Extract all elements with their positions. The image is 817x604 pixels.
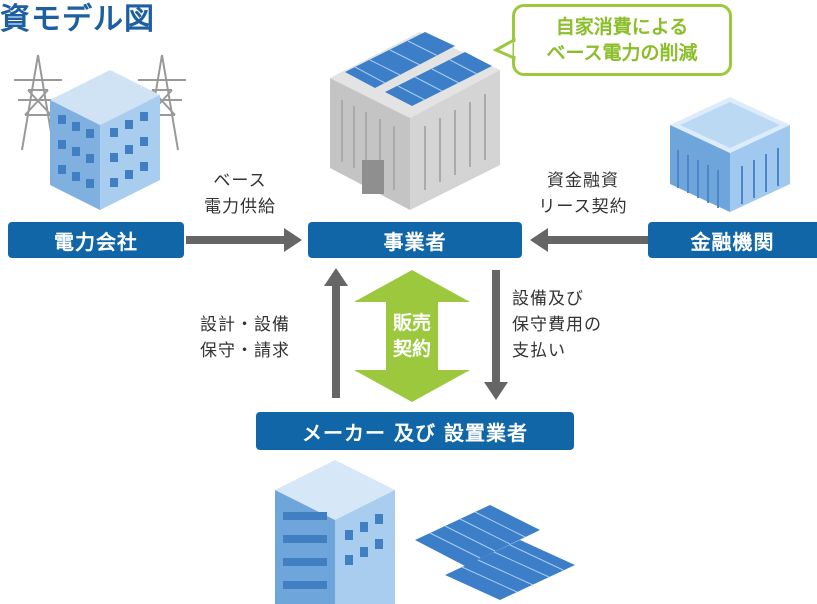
label-base-supply-line-2: 電力供給 <box>204 197 276 217</box>
office-and-solar-panels-icon <box>275 460 575 604</box>
page-title: 資モデル図 <box>0 2 155 37</box>
factory-solar-roof-icon <box>330 32 500 210</box>
node-maker: メーカー 及び 設置業者 <box>256 412 574 450</box>
node-financial: 金融機関 <box>648 222 817 258</box>
arrow-business-to-maker <box>484 270 508 400</box>
label-design-line-1: 設計・設備 <box>200 315 290 335</box>
label-payment-line-2: 保守費用の <box>512 315 602 335</box>
label-payment: 設備及び 保守費用の 支払い <box>512 286 602 364</box>
bank-building-icon <box>670 97 790 212</box>
arrow-financial-to-business <box>530 228 648 252</box>
label-sales-contract: 販売 契約 <box>380 310 444 362</box>
label-base-supply: ベース 電力供給 <box>190 168 290 220</box>
self-consumption-callout: 自家消費による ベース電力の削減 <box>512 4 732 76</box>
label-funding-line-2: リース契約 <box>538 197 628 217</box>
arrow-maker-to-business <box>324 268 348 398</box>
label-payment-line-1: 設備及び <box>512 289 584 309</box>
label-sales-line-2: 契約 <box>392 338 431 360</box>
label-design-maintenance: 設計・設備 保守・請求 <box>200 312 290 364</box>
label-payment-line-3: 支払い <box>512 341 566 361</box>
sales-contract-double-arrow <box>354 270 470 402</box>
node-business: 事業者 <box>308 222 522 258</box>
label-sales-line-1: 販売 <box>392 312 431 334</box>
label-funding: 資金融資 リース契約 <box>520 168 646 220</box>
label-design-line-2: 保守・請求 <box>200 341 290 361</box>
label-funding-line-1: 資金融資 <box>547 171 619 191</box>
callout-line-1: 自家消費による <box>555 16 689 38</box>
node-power-company: 電力会社 <box>8 222 184 258</box>
label-base-supply-line-1: ベース <box>213 171 267 191</box>
arrow-power-to-business <box>186 228 302 252</box>
callout-line-2: ベース電力の削減 <box>546 42 698 64</box>
power-tower-building-icon <box>14 54 186 210</box>
